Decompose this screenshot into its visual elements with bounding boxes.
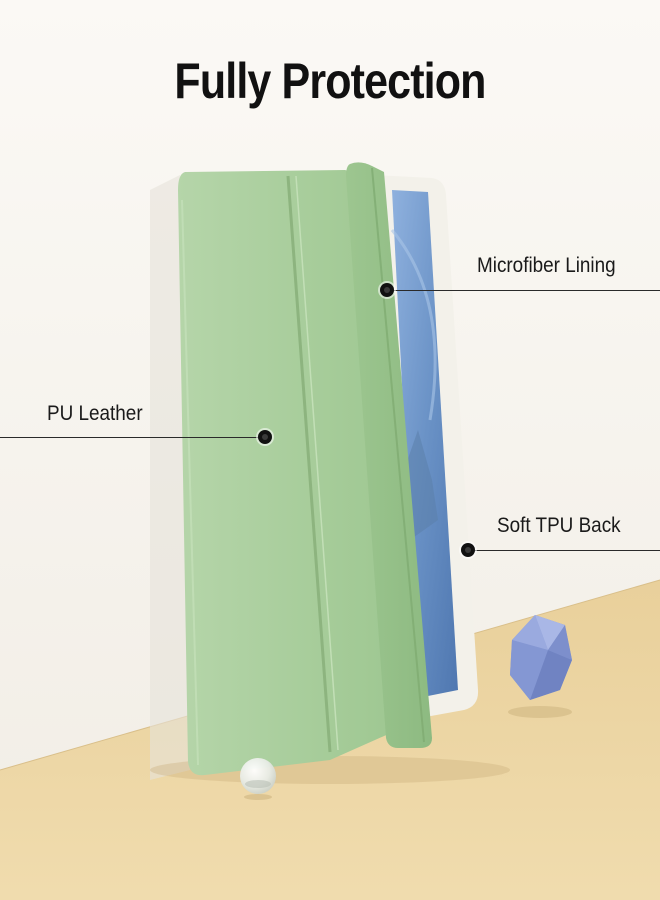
pu-leather-marker-dot — [258, 430, 272, 444]
page-title: Fully Protection — [174, 53, 486, 109]
gem-decoration — [508, 615, 572, 718]
microfiber-marker-dot — [380, 283, 394, 297]
microfiber-lining-label: Microfiber Lining — [477, 254, 616, 277]
microfiber-callout-line — [388, 290, 660, 291]
pu-leather-label: PU Leather — [47, 402, 143, 425]
tpu-back-marker-dot — [461, 543, 475, 557]
pu-leather-callout-line — [0, 437, 265, 438]
tpu-back-callout-line — [468, 550, 660, 551]
soft-tpu-back-label: Soft TPU Back — [497, 514, 621, 537]
